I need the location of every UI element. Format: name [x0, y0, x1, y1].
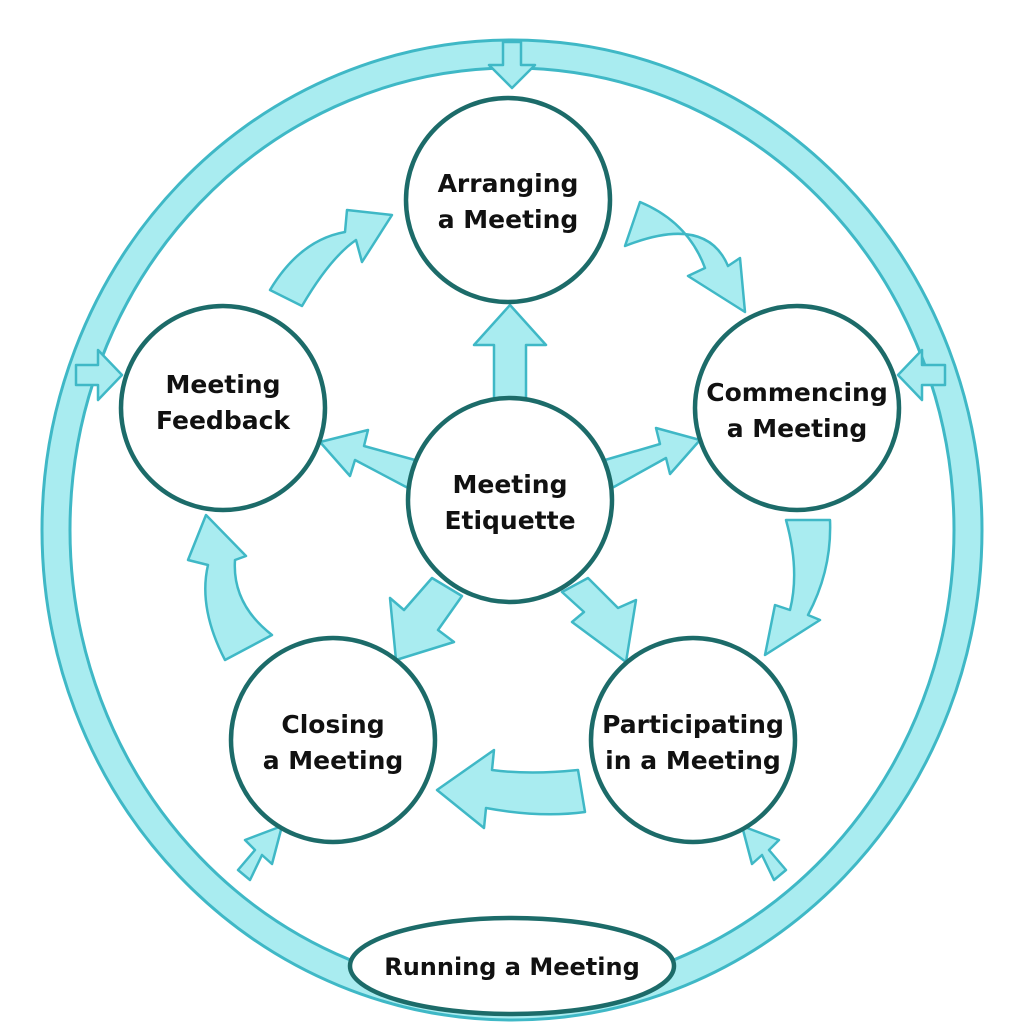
node-participating-line1: Participating: [602, 710, 784, 739]
center-arrow-up: [472, 303, 548, 402]
node-center-line2: Etiquette: [444, 506, 575, 535]
center-arrow-down-right: [560, 576, 638, 664]
running-meeting-oval: Running a Meeting: [347, 915, 677, 1017]
running-meeting-label: Running a Meeting: [384, 953, 640, 981]
node-commencing: Commencing a Meeting: [692, 303, 902, 513]
node-commencing-line1: Commencing: [706, 378, 887, 407]
node-closing-line2: a Meeting: [263, 746, 404, 775]
ring-arrow-left: [74, 348, 124, 402]
cycle-arrow-participating-to-closing: [435, 748, 587, 830]
node-participating: Participating in a Meeting: [588, 635, 798, 845]
node-arranging-line2: a Meeting: [438, 205, 579, 234]
node-center-line1: Meeting: [452, 470, 567, 499]
center-arrow-right: [603, 426, 702, 490]
node-center-circle: [405, 395, 615, 605]
ring-arrow-bottom-left: [236, 824, 284, 882]
cycle-arrows: [186, 200, 832, 830]
node-feedback: Meeting Feedback: [118, 303, 328, 513]
node-participating-line2: in a Meeting: [605, 746, 781, 775]
center-arrow-left: [318, 428, 417, 490]
center-arrow-down-left: [388, 576, 464, 662]
ring-arrow-bottom-right: [740, 824, 788, 882]
node-center-etiquette: Meeting Etiquette: [405, 395, 615, 605]
cycle-arrow-commencing-to-participating: [763, 518, 832, 657]
outer-ring: [40, 38, 984, 1022]
node-feedback-circle: [118, 303, 328, 513]
ring-arrow-top: [487, 40, 537, 90]
node-feedback-line2: Feedback: [156, 406, 291, 435]
node-closing: Closing a Meeting: [228, 635, 438, 845]
running-meeting-ellipse: [347, 915, 677, 1017]
node-participating-circle: [588, 635, 798, 845]
cycle-arrow-arranging-to-commencing: [623, 200, 747, 314]
node-closing-line1: Closing: [281, 710, 384, 739]
center-arrows: [318, 303, 702, 664]
node-feedback-line1: Meeting: [165, 370, 280, 399]
cycle-arrow-closing-to-feedback: [186, 513, 274, 662]
node-arranging-circle: [403, 95, 613, 305]
node-closing-circle: [228, 635, 438, 845]
node-commencing-circle: [692, 303, 902, 513]
node-commencing-line2: a Meeting: [727, 414, 868, 443]
ring-arrow-right: [896, 348, 947, 402]
ring-arrows: [74, 40, 947, 882]
node-arranging: Arranging a Meeting: [403, 95, 613, 305]
cycle-arrow-feedback-to-arranging: [268, 208, 394, 308]
node-arranging-line1: Arranging: [438, 169, 579, 198]
